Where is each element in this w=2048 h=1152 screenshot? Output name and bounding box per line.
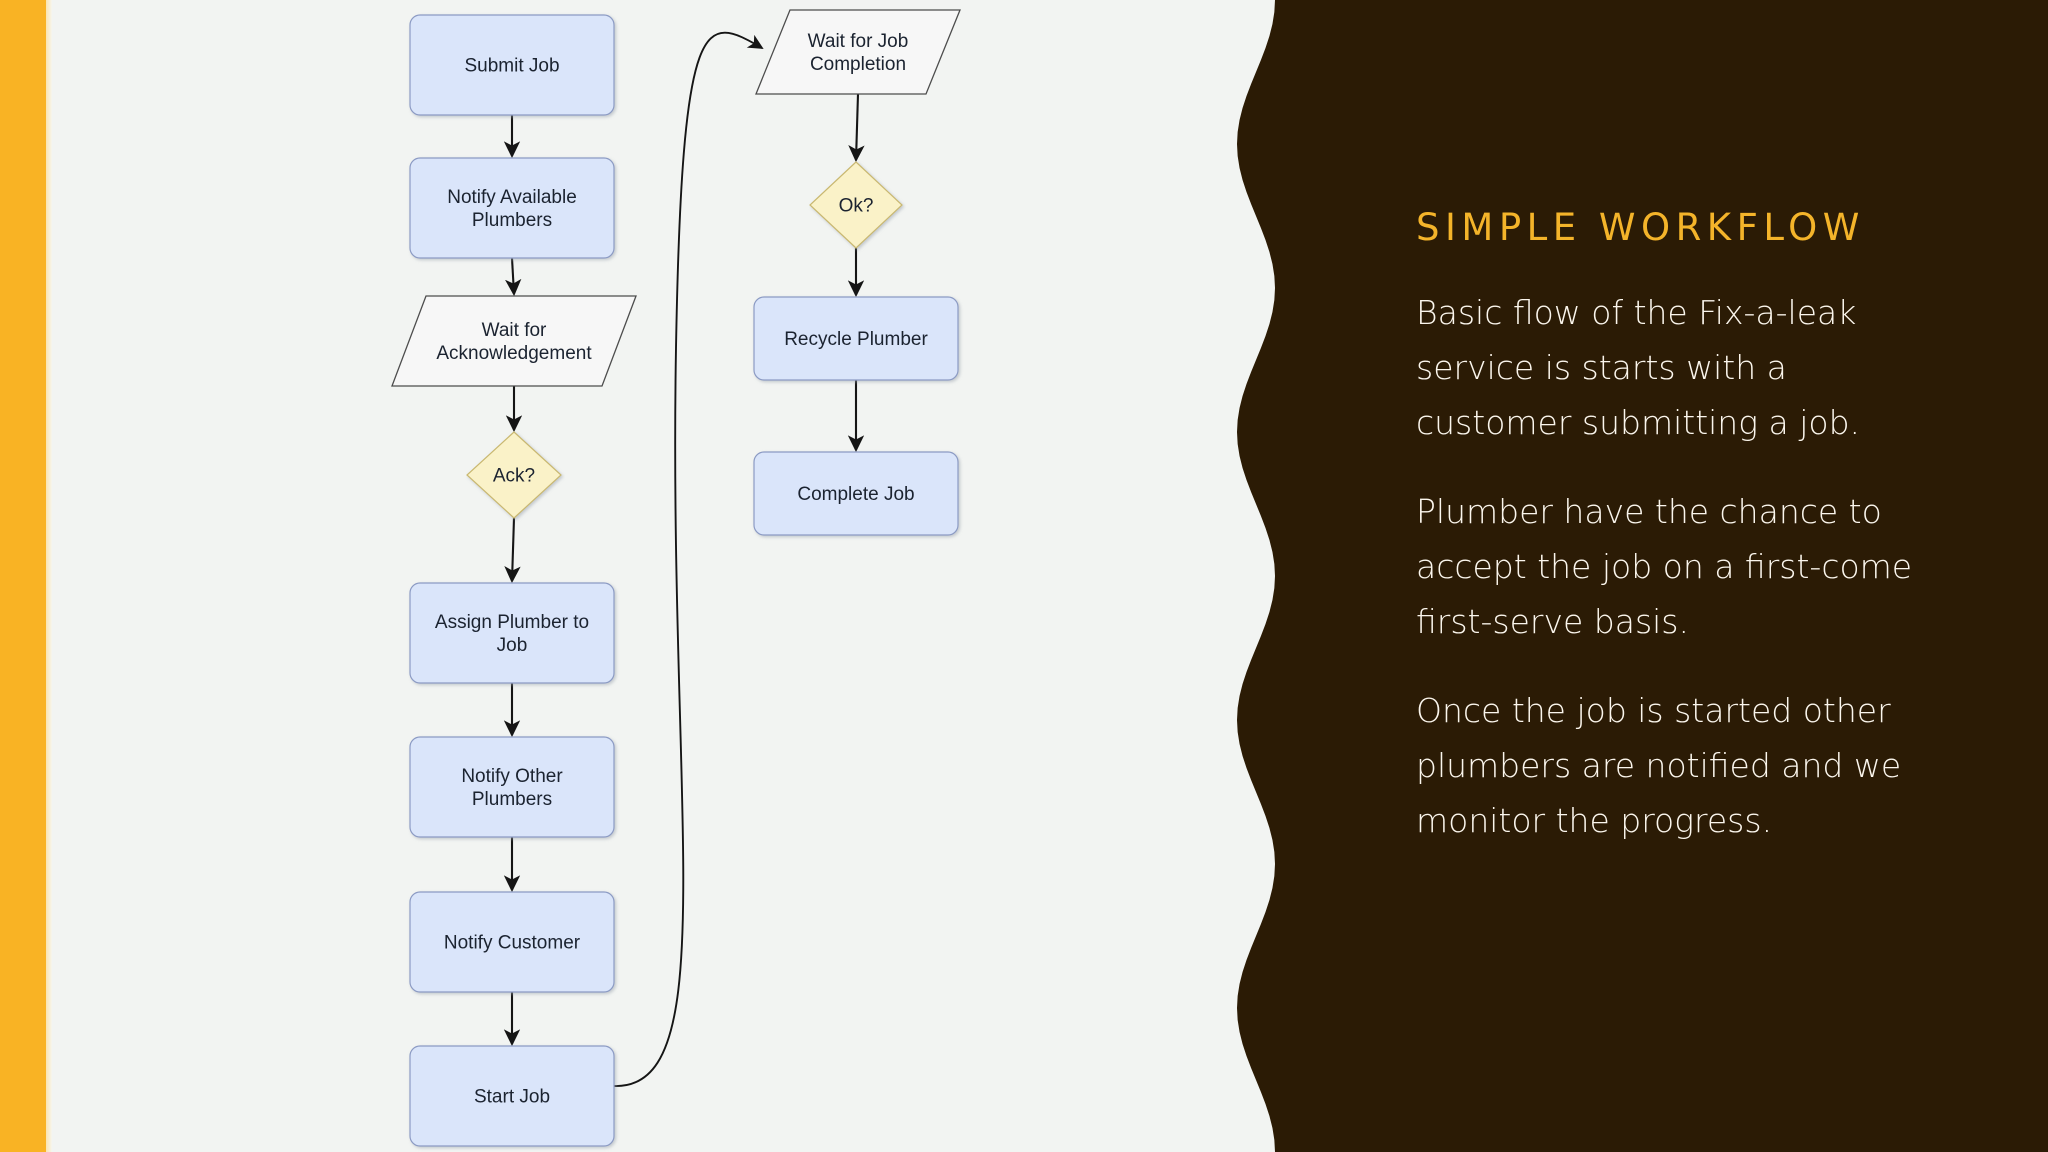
flow-edge-e-waitjob-ok <box>848 93 865 163</box>
flow-node-shape-process <box>409 14 615 116</box>
flow-node-label: Plumbers <box>472 789 552 810</box>
flow-node-label: Completion <box>810 54 906 75</box>
panel-paragraph-2: Plumber have the chance to accept the jo… <box>1416 492 1913 641</box>
flow-node-shape-io <box>755 9 961 95</box>
flow-node-notify-customer[interactable]: Notify Customer <box>409 891 615 993</box>
flow-node-label: Assign Plumber to <box>435 612 589 633</box>
flow-node-ack-decision[interactable]: Ack? <box>466 431 562 519</box>
panel-paragraph-3: Once the job is started other plumbers a… <box>1416 691 1902 840</box>
edges-layer <box>503 31 865 1087</box>
flow-node-shape-process <box>409 736 615 838</box>
flow-node-label: Notify Other <box>461 766 563 787</box>
flow-node-shape-decision <box>809 161 903 249</box>
flow-node-ok-decision[interactable]: Ok? <box>809 161 903 249</box>
flow-node-label: Ok? <box>839 195 874 216</box>
flow-node-label: Submit Job <box>464 56 559 77</box>
flow-node-label: Acknowledgement <box>436 343 592 364</box>
flow-node-shape-process <box>409 891 615 993</box>
left-accent-bar <box>0 0 46 1152</box>
flow-node-shape-process <box>753 451 959 536</box>
flow-node-shape-process <box>409 1045 615 1147</box>
flow-edge-e-start-waitjob <box>613 31 764 1087</box>
flow-node-label: Start Job <box>474 1087 550 1108</box>
left-accent-bar-edge <box>46 0 52 1152</box>
flow-node-recycle-plumber[interactable]: Recycle Plumber <box>753 296 959 381</box>
flow-node-label: Ack? <box>493 465 535 486</box>
flow-node-start-job[interactable]: Start Job <box>409 1045 615 1147</box>
flow-node-label: Job <box>497 635 528 656</box>
flow-node-label: Complete Job <box>797 484 914 505</box>
flow-node-shape-process <box>753 296 959 381</box>
flow-node-shape-io <box>391 295 637 387</box>
panel-paragraph-1: Basic flow of the Fix-a-leak service is … <box>1416 293 1861 442</box>
flow-node-label: Plumbers <box>472 210 552 231</box>
flow-edge-e-ack-assign <box>504 517 521 584</box>
flow-node-shape-process <box>409 157 615 259</box>
flow-node-shape-process <box>409 582 615 684</box>
flow-node-submit-job[interactable]: Submit Job <box>409 14 615 116</box>
flow-node-label: Notify Customer <box>444 933 581 954</box>
flow-node-label: Wait for Job <box>808 31 909 52</box>
flow-node-label: Wait for <box>482 320 547 341</box>
flow-edge-e-notifyavail-wait <box>505 257 522 297</box>
flow-node-complete-job[interactable]: Complete Job <box>753 451 959 536</box>
flow-node-label: Notify Available <box>447 187 577 208</box>
panel-text-column: SIMPLE WORKFLOW Basic flow of the Fix-a-… <box>1416 206 1936 882</box>
page-title: SIMPLE WORKFLOW <box>1416 206 1865 249</box>
flow-node-shape-decision <box>466 431 562 519</box>
flow-node-label: Recycle Plumber <box>784 329 928 350</box>
